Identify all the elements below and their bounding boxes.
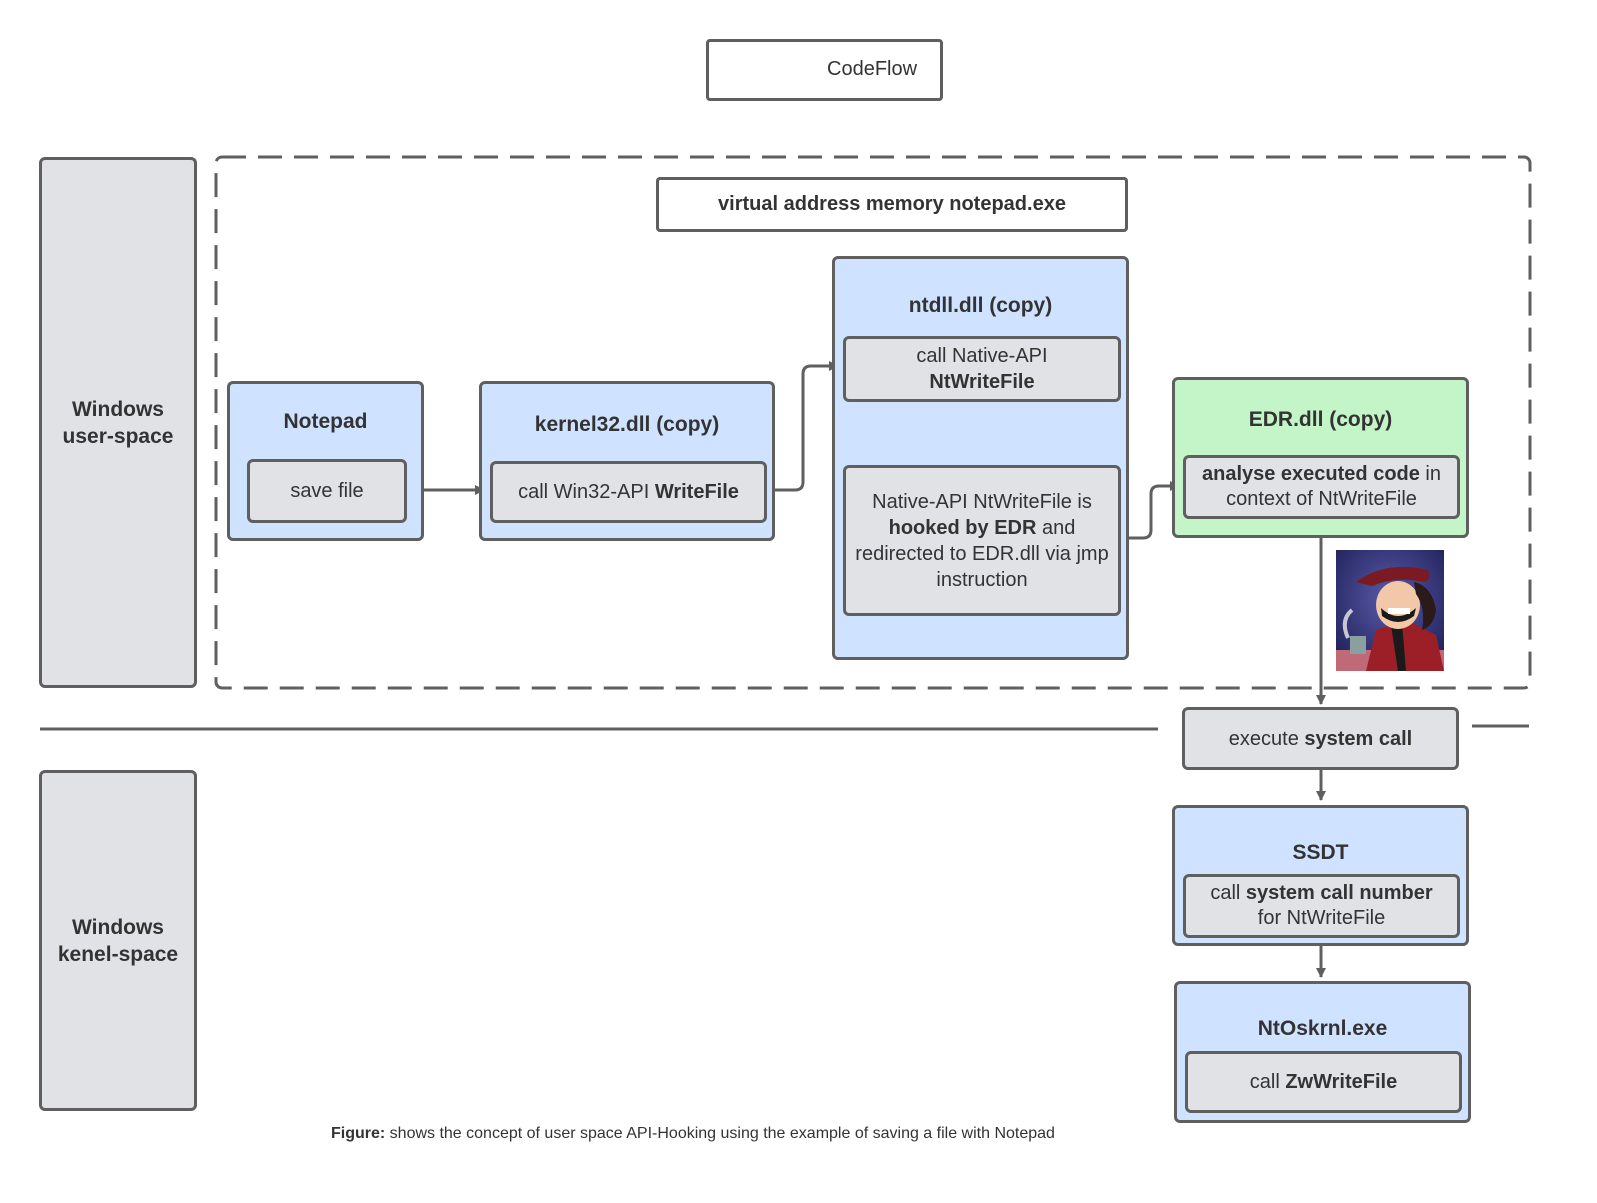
writefile-call-prefix: call Win32-API [518, 481, 655, 503]
zwwritefile-call-bold: ZwWriteFile [1285, 1071, 1398, 1093]
ntwritefile-call-line1: call Native-API [916, 345, 1048, 367]
user-space-label-line2: user-space [62, 424, 174, 448]
legend-label: CodeFlow [827, 58, 918, 80]
memory-region-title: virtual address memory notepad.exe [656, 177, 1128, 232]
memory-region-border [214, 155, 1532, 690]
flow-arrow-hook-to-edr [1118, 481, 1180, 540]
user-space-label-line1: Windows [72, 397, 164, 421]
execute-syscall-bold: system call [1304, 727, 1413, 750]
zwwritefile-call-prefix: call [1249, 1071, 1286, 1093]
hook-text-post: and redirected to EDR.dll via jmp instru… [855, 516, 1109, 591]
hook-step: Native-API NtWriteFile is hooked by EDR … [843, 465, 1121, 616]
ssdt-call-prefix: call [1210, 882, 1246, 904]
kernel-space-label-line1: Windows [72, 915, 164, 939]
ssdt-call-suffix: for NtWriteFile [1257, 907, 1386, 929]
edr-box: EDR.dll (copy) analyse executed code in … [1172, 377, 1469, 538]
figure-caption-label: Figure: [331, 1125, 386, 1142]
ntoskrnl-box: NtOskrnl.exe call ZwWriteFile [1174, 981, 1471, 1123]
ssdt-title: SSDT [1292, 841, 1349, 864]
edr-analyse-step: analyse executed code in context of NtWr… [1183, 455, 1460, 519]
ntdll-box: ntdll.dll (copy) call Native-API NtWriteF… [832, 256, 1129, 660]
hook-text-bold: hooked by EDR [888, 516, 1037, 539]
ssdt-box: SSDT call system call number for NtWriteF… [1172, 805, 1469, 946]
notepad-box: Notepad save file [227, 381, 424, 541]
kernel-space-zone: Windows kenel-space [39, 770, 197, 1111]
notepad-title: Notepad [283, 410, 368, 433]
figure-caption: Figure: shows the concept of user space … [331, 1125, 1055, 1143]
figure-caption-text: shows the concept of user space API-Hook… [385, 1125, 1055, 1142]
ssdt-call-bold: system call number [1245, 882, 1433, 904]
ntdll-title: ntdll.dll (copy) [908, 294, 1053, 317]
save-file-label: save file [290, 480, 364, 502]
execute-syscall-step: execute system call [1182, 707, 1459, 770]
legend-box: CodeFlow [706, 39, 943, 101]
flow-arrow-kernel32-to-ntdll [765, 361, 839, 492]
ntoskrnl-title: NtOskrnl.exe [1257, 1017, 1388, 1040]
pirate-hook-illustration [1336, 550, 1444, 671]
ssdt-call-step: call system call number for NtWriteFile [1183, 874, 1460, 938]
kernel32-title: kernel32.dll (copy) [534, 413, 720, 436]
zwwritefile-call-step: call ZwWriteFile [1185, 1051, 1462, 1113]
memory-region-title-text: virtual address memory notepad.exe [718, 193, 1066, 215]
kernel-space-label-line2: kenel-space [57, 942, 179, 966]
execute-syscall-prefix: execute [1228, 727, 1305, 750]
edr-analyse-bold: analyse executed code [1201, 463, 1420, 485]
hook-text-pre: Native-API NtWriteFile is [872, 490, 1092, 513]
kernel32-box: kernel32.dll (copy) call Win32-API Write… [479, 381, 775, 541]
user-space-zone: Windows user-space [39, 157, 197, 688]
writefile-call-name: WriteFile [654, 481, 739, 503]
save-file-step: save file [247, 459, 407, 523]
edr-title: EDR.dll (copy) [1248, 408, 1393, 431]
edr-analyse-rest: in context of NtWriteFile [1226, 463, 1441, 510]
ntwritefile-call-step: call Native-API NtWriteFile [843, 336, 1121, 402]
ntwritefile-call-line2: NtWriteFile [929, 371, 1035, 393]
writefile-call-step: call Win32-API WriteFile [490, 461, 767, 523]
